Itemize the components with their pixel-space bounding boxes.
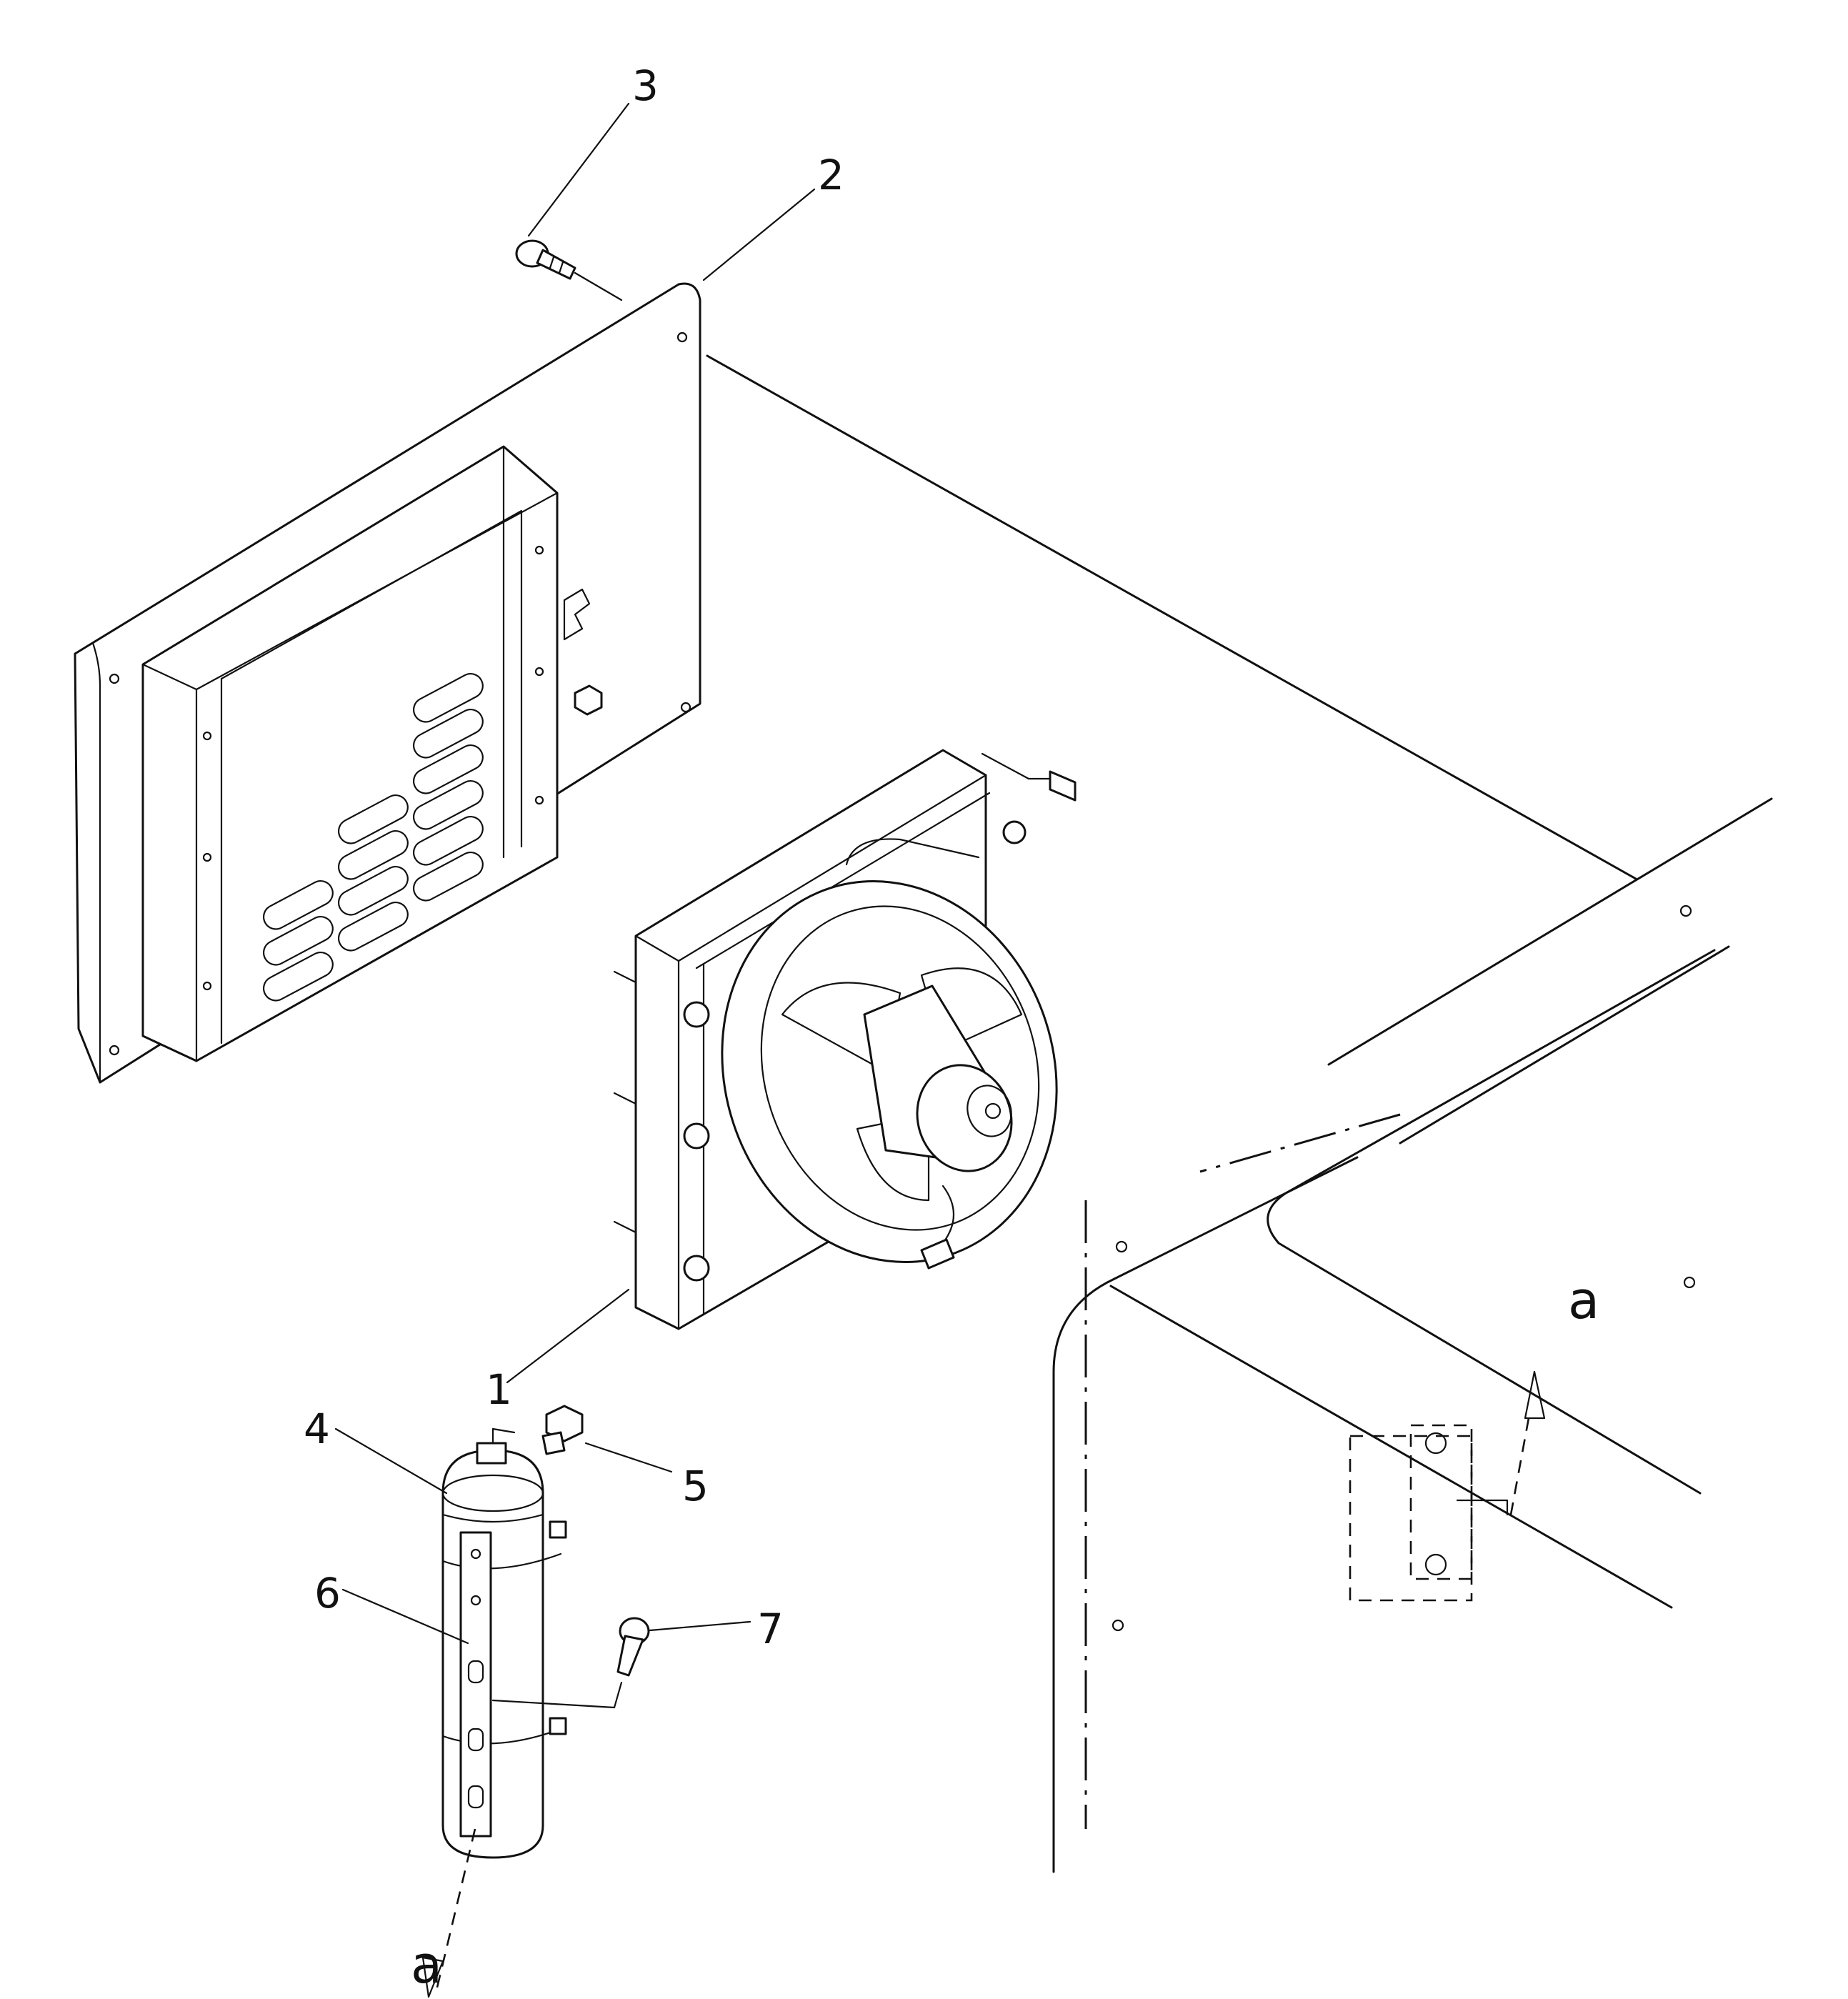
- callout-6: 6: [314, 1569, 341, 1617]
- cab-body-outline: [706, 354, 1773, 1873]
- callout-2: 2: [818, 151, 844, 199]
- callout-1: 1: [486, 1365, 512, 1414]
- mounting-bracket-location: [1349, 1424, 1509, 1602]
- callout-7: 7: [757, 1605, 784, 1653]
- bolt-part-3: [515, 239, 576, 280]
- view-marker-a-lower: a: [411, 1935, 442, 1995]
- callout-5: 5: [682, 1462, 709, 1510]
- cover-panel: [74, 282, 701, 1084]
- condenser-fan-unit: [613, 749, 1077, 1330]
- callout-3: 3: [632, 61, 659, 110]
- bolt-part-7: [616, 1617, 650, 1677]
- callout-4: 4: [304, 1405, 330, 1453]
- receiver-drier: [441, 1427, 567, 1859]
- grille-louvers: [262, 672, 484, 1002]
- leader-lines: [334, 102, 1546, 1998]
- switch-part-5: [541, 1405, 584, 1455]
- view-marker-a-upper: a: [1568, 1270, 1599, 1330]
